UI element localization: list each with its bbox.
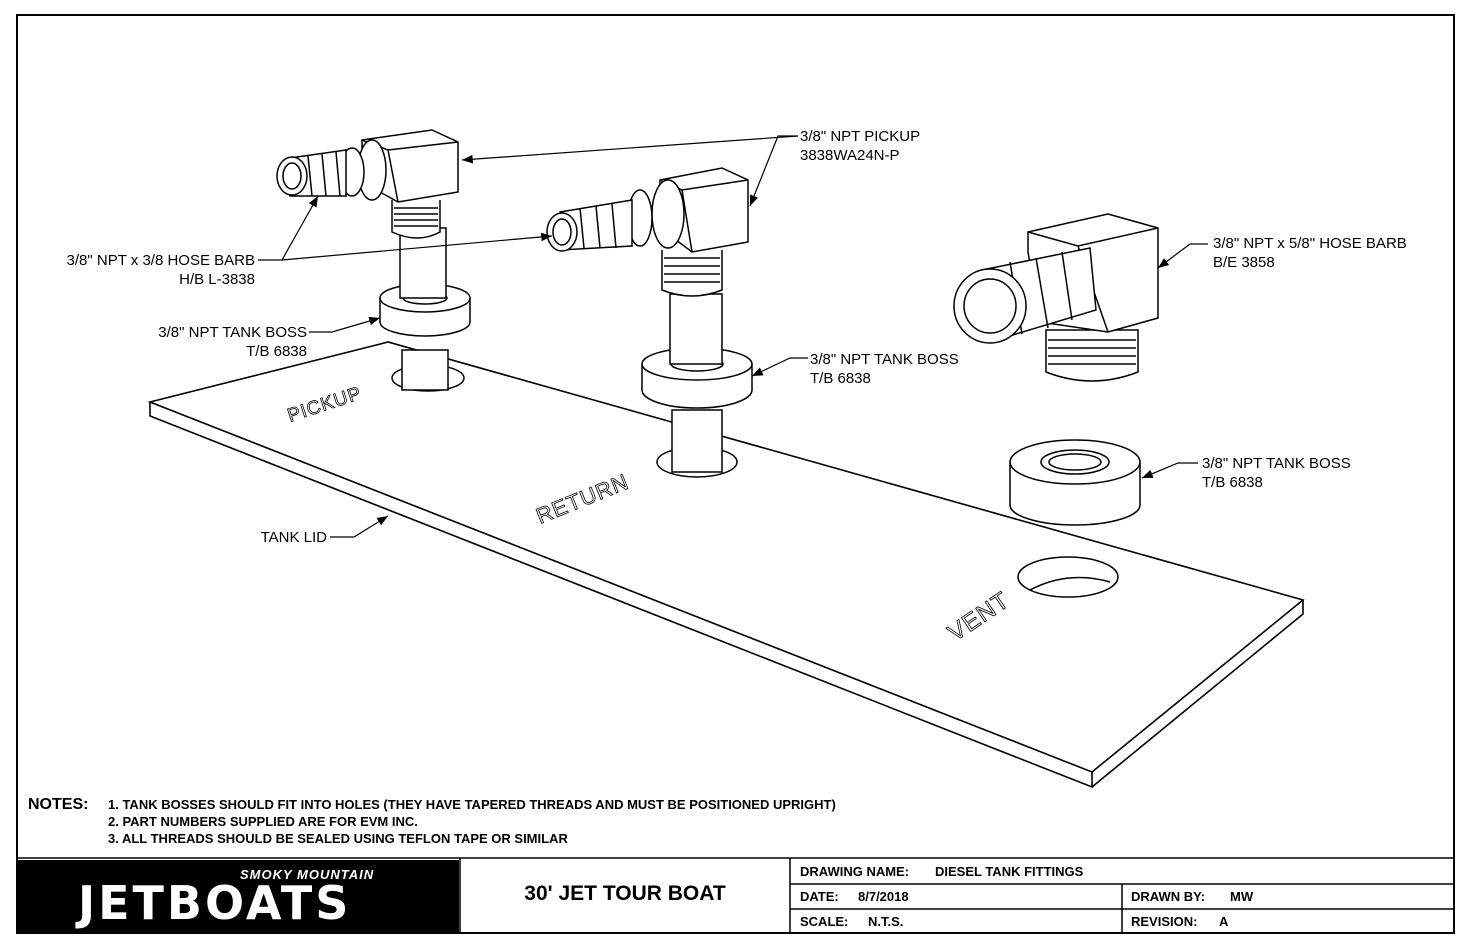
date-label: DATE: (800, 889, 839, 904)
logo-wordmark: JETBOATS (78, 876, 352, 930)
revision-value: A (1219, 914, 1229, 929)
title-block-lines (17, 857, 1454, 933)
note-1: 1. TANK BOSSES SHOULD FIT INTO HOLES (TH… (108, 797, 836, 812)
label-hose-barb-58: 3/8" NPT x 5/8" HOSE BARB (1213, 235, 1407, 252)
hose-barb-58-fitting (953, 213, 1159, 382)
notes-heading: NOTES: (28, 796, 89, 813)
label-tank-boss-left: 3/8" NPT TANK BOSS (158, 324, 307, 341)
tank-lid (147, 341, 1305, 789)
scale-label: SCALE: (800, 914, 849, 929)
tank-boss-loose (1009, 439, 1141, 526)
drawing-name-label: DRAWING NAME: (800, 864, 910, 879)
date-value: 8/7/2018 (858, 889, 909, 904)
pickup-fitting-assembly (276, 129, 471, 391)
scale-value: N.T.S. (868, 914, 904, 929)
leader-lines (258, 135, 1208, 538)
label-tank-lid: TANK LID (260, 529, 327, 546)
label-tank-boss-right-pn: T/B 6838 (1202, 474, 1263, 491)
company-logo (17, 860, 459, 933)
label-hose-barb-38-pn: H/B L-3838 (179, 271, 255, 288)
drawn-by-label: DRAWN BY: (1131, 889, 1206, 904)
note-3: 3. ALL THREADS SHOULD BE SEALED USING TE… (108, 831, 568, 846)
project-title: 30' JET TOUR BOAT (524, 882, 726, 905)
label-tank-boss-mid: 3/8" NPT TANK BOSS (810, 351, 959, 368)
label-pickup-fitting: 3/8" NPT PICKUP (800, 128, 921, 145)
label-tank-boss-left-pn: T/B 6838 (246, 343, 307, 360)
label-tank-boss-mid-pn: T/B 6838 (810, 370, 871, 387)
label-hose-barb-38: 3/8" NPT x 3/8 HOSE BARB (66, 252, 255, 269)
sheet-border (16, 14, 1455, 934)
label-hose-barb-58-pn: B/E 3858 (1213, 254, 1275, 271)
label-pickup-fitting-pn: 3838WA24N-P (800, 147, 900, 164)
revision-label: REVISION: (1131, 914, 1198, 929)
note-2: 2. PART NUMBERS SUPPLIED ARE FOR EVM INC… (108, 814, 418, 829)
return-fitting-assembly (546, 167, 753, 473)
drawn-by-value: MW (1230, 889, 1254, 904)
hole-vent (1017, 556, 1119, 598)
logo-tagline: SMOKY MOUNTAIN (240, 867, 375, 882)
label-tank-boss-right: 3/8" NPT TANK BOSS (1202, 455, 1351, 472)
drawing-name-value: DIESEL TANK FITTINGS (935, 864, 1084, 879)
